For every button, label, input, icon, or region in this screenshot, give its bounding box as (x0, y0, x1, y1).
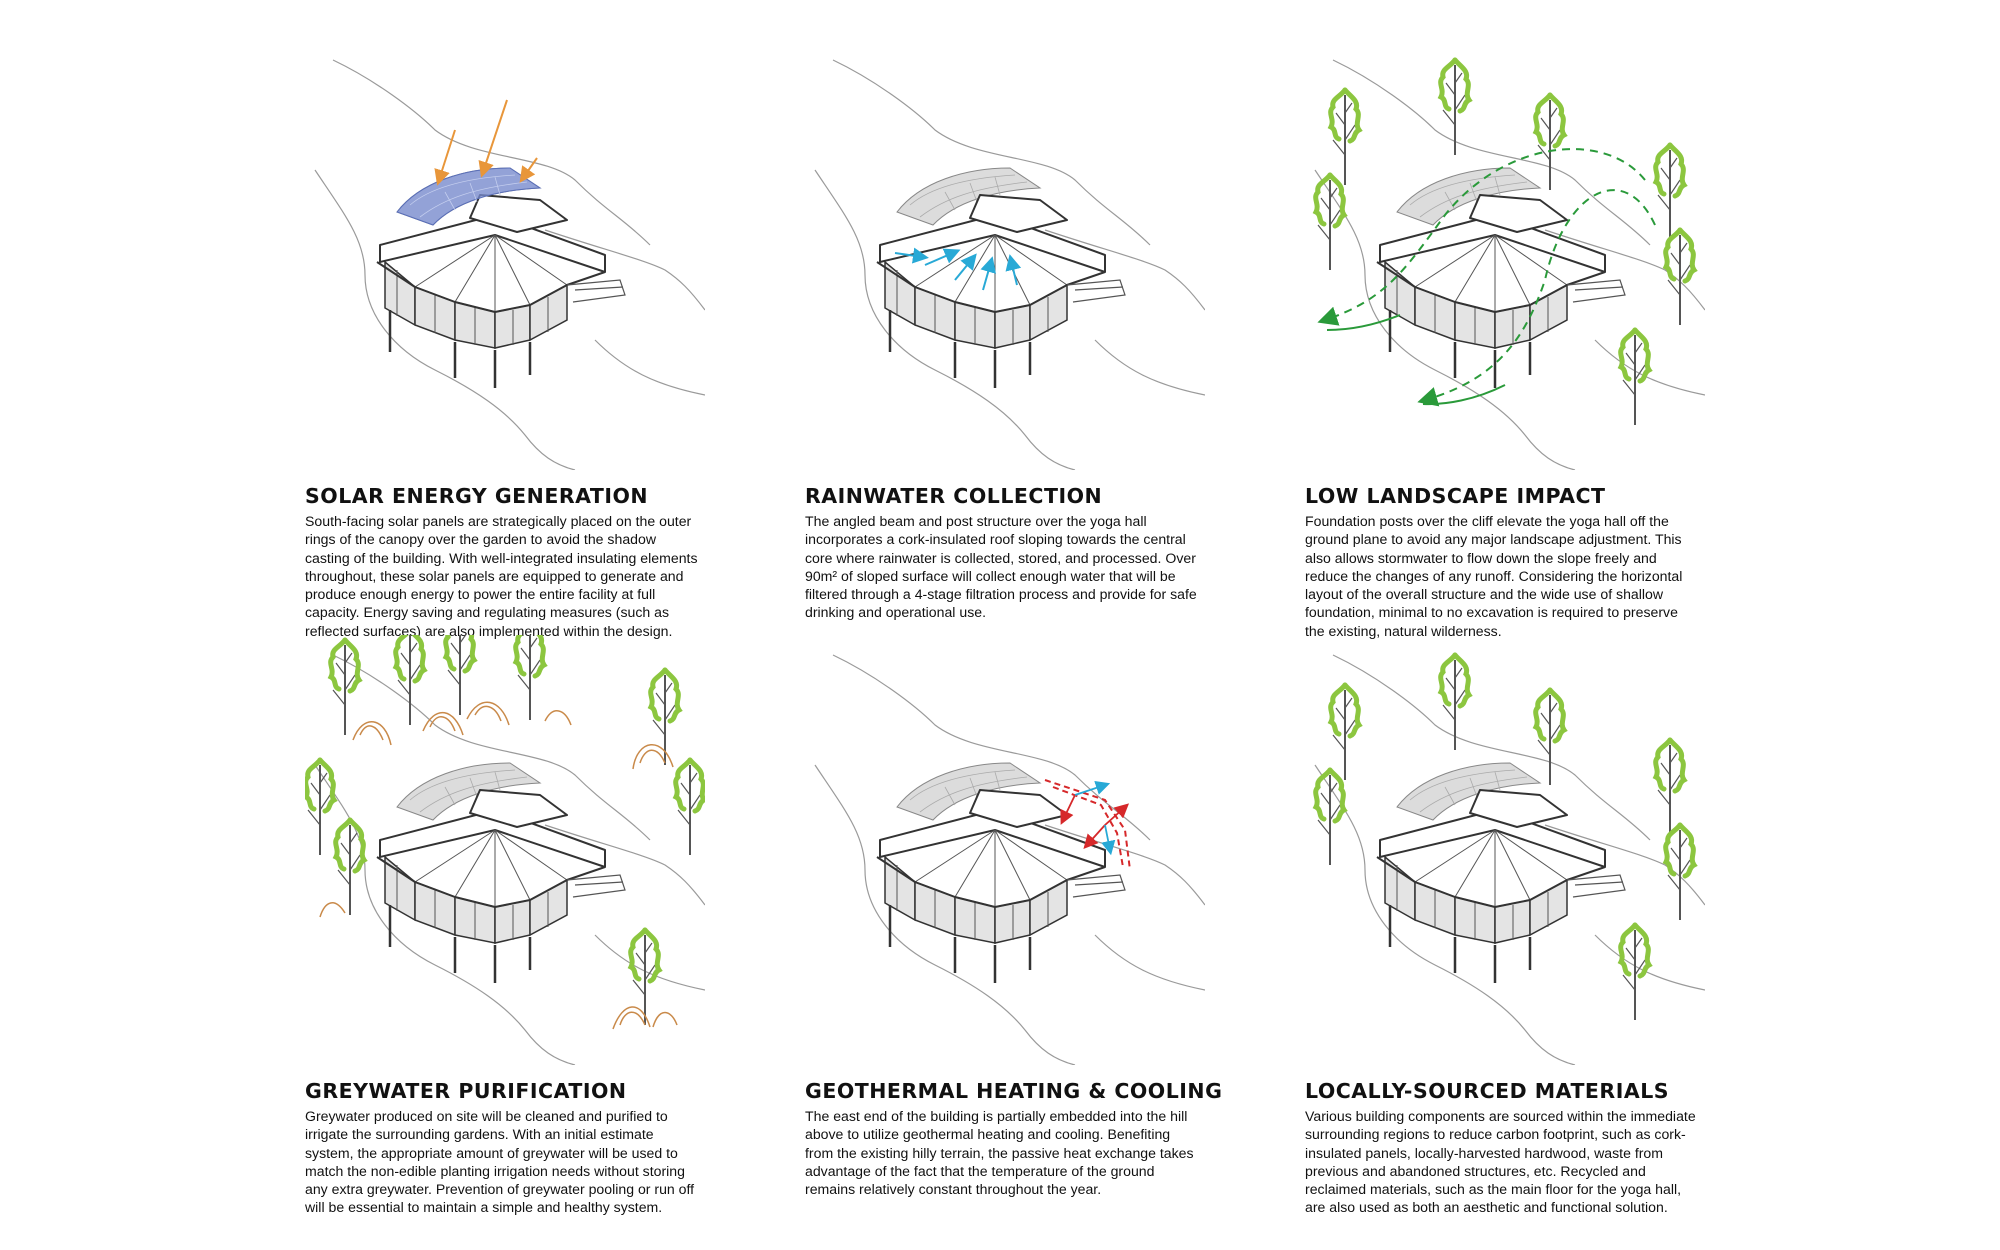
panel-title: SOLAR ENERGY GENERATION (305, 484, 649, 508)
panel-title: GREYWATER PURIFICATION (305, 1079, 627, 1103)
heat-exchange-arrows (1060, 781, 1130, 856)
panel-landscape-impact: LOW LANDSCAPE IMPACT Foundation posts ov… (1305, 40, 1705, 640)
panel-description: Various building components are sourced … (1305, 1108, 1696, 1216)
panel-geothermal: GEOTHERMAL HEATING & COOLING The east en… (805, 635, 1223, 1198)
panel-description: Foundation posts over the cliff elevate … (1305, 513, 1683, 639)
panel-rainwater: RAINWATER COLLECTION The angled beam and… (805, 40, 1205, 622)
panel-description: Greywater produced on site will be clean… (305, 1108, 695, 1216)
panel-description: The east end of the building is partiall… (805, 1108, 1194, 1198)
panel-title: LOW LANDSCAPE IMPACT (1305, 484, 1606, 508)
panel-title: LOCALLY-SOURCED MATERIALS (1305, 1079, 1670, 1103)
geothermal-diagram (814, 654, 1205, 1065)
panel-description: South-facing solar panels are strategica… (305, 513, 698, 639)
rainwater-diagram (814, 59, 1205, 470)
materials-diagram (1305, 635, 1705, 1065)
rainwater-arrows (894, 247, 1022, 291)
irrigation-arcs (319, 701, 678, 1030)
panel-solar-energy: SOLAR ENERGY GENERATION South-facing sol… (305, 40, 705, 640)
solar-diagram (314, 59, 705, 470)
panel-title: RAINWATER COLLECTION (805, 484, 1103, 508)
trees (1316, 60, 1694, 425)
sun-ray-arrows (434, 99, 538, 186)
stormwater-flow-arrows (1317, 148, 1656, 407)
panel-greywater: GREYWATER PURIFICATION Greywater produce… (305, 635, 705, 1217)
panel-description: The angled beam and post structure over … (805, 513, 1197, 621)
greywater-diagram (305, 635, 705, 1065)
panel-local-materials: LOCALLY-SOURCED MATERIALS Various buildi… (1305, 635, 1705, 1217)
landscape-diagram (1305, 40, 1705, 470)
panel-title: GEOTHERMAL HEATING & COOLING (805, 1079, 1223, 1103)
trees (1316, 655, 1694, 1020)
